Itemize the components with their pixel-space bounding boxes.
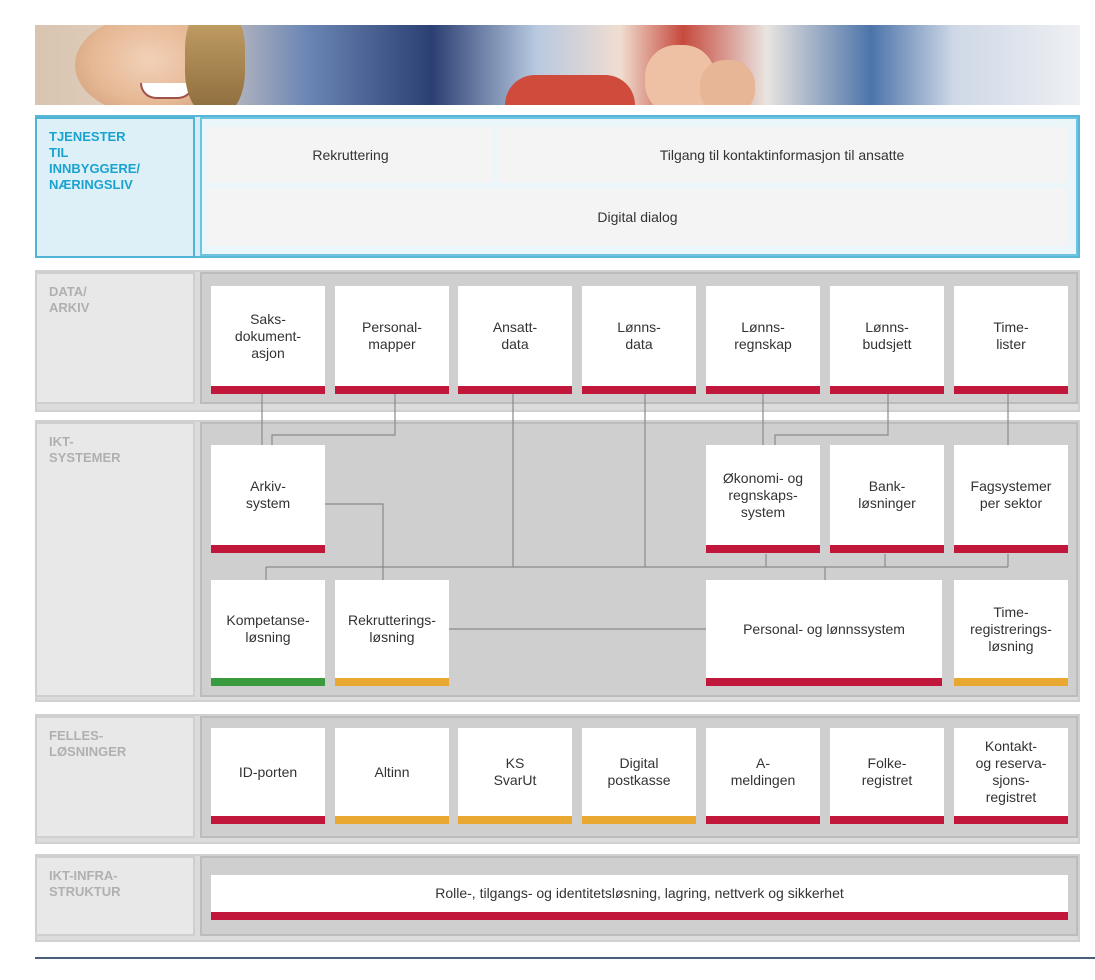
felles-box-ks-svarut: KS SvarUt — [458, 728, 572, 816]
status-bar-red — [706, 386, 820, 394]
status-bar-red — [582, 386, 696, 394]
red-shirt-shape — [505, 75, 635, 105]
label-ikt-systemer: IKT- SYSTEMER — [35, 422, 195, 697]
status-bar-red — [211, 912, 1068, 920]
felles-box-altinn: Altinn — [335, 728, 449, 816]
ikt-box-okonomi: Økonomi- og regnskaps- system — [706, 445, 820, 545]
service-digital-dialog: Digital dialog — [208, 188, 1067, 246]
felles-box-idporten: ID-porten — [211, 728, 325, 816]
data-box-timelister: Time- lister — [954, 286, 1068, 386]
label-felleslosninger: FELLES- LØSNINGER — [35, 716, 195, 838]
ikt-box-personal-lonnssystem: Personal- og lønnssystem — [706, 580, 942, 678]
status-bar-red — [830, 816, 944, 824]
status-bar-red — [706, 545, 820, 553]
header-photo — [35, 25, 1080, 105]
hair-shape — [185, 25, 245, 105]
label-data-arkiv: DATA/ ARKIV — [35, 272, 195, 404]
status-bar-red — [830, 545, 944, 553]
status-bar-yellow — [582, 816, 696, 824]
data-box-saksdokumentasjon: Saks- dokument- asjon — [211, 286, 325, 386]
bottom-divider — [35, 957, 1095, 959]
status-bar-red — [335, 386, 449, 394]
ikt-box-fagsystemer: Fagsystemer per sektor — [954, 445, 1068, 545]
data-box-lonnsbudsjett: Lønns- budsjett — [830, 286, 944, 386]
status-bar-red — [954, 545, 1068, 553]
label-ikt-infrastruktur: IKT-INFRA- STRUKTUR — [35, 856, 195, 936]
felles-box-ameldingen: A- meldingen — [706, 728, 820, 816]
ikt-box-arkivsystem: Arkiv- system — [211, 445, 325, 545]
ikt-box-banklosninger: Bank- løsninger — [830, 445, 944, 545]
status-bar-red — [830, 386, 944, 394]
status-bar-red — [211, 386, 325, 394]
status-bar-red — [954, 816, 1068, 824]
data-box-lonnsregnskap: Lønns- regnskap — [706, 286, 820, 386]
status-bar-yellow — [335, 816, 449, 824]
infra-box-rolle-tilgang: Rolle-, tilgangs- og identitetsløsning, … — [211, 875, 1068, 912]
status-bar-yellow — [954, 678, 1068, 686]
label-tjenester: TJENESTER TIL INNBYGGERE/ NÆRINGSLIV — [35, 117, 195, 258]
status-bar-red — [954, 386, 1068, 394]
status-bar-yellow — [335, 678, 449, 686]
status-bar-green — [211, 678, 325, 686]
status-bar-yellow — [458, 816, 572, 824]
ikt-box-rekrutteringslosning: Rekrutterings- løsning — [335, 580, 449, 678]
service-kontaktinformasjon: Tilgang til kontaktinformasjon til ansat… — [497, 127, 1067, 183]
service-rekruttering: Rekruttering — [208, 127, 493, 183]
status-bar-red — [706, 816, 820, 824]
ikt-box-timeregistrering: Time- registrerings- løsning — [954, 580, 1068, 678]
data-box-ansattdata: Ansatt- data — [458, 286, 572, 386]
felles-box-digital-postkasse: Digital postkasse — [582, 728, 696, 816]
data-box-lonnsdata: Lønns- data — [582, 286, 696, 386]
ikt-box-kompetanselosning: Kompetanse- løsning — [211, 580, 325, 678]
status-bar-red — [458, 386, 572, 394]
felles-box-kontaktregistret: Kontakt- og reserva- sjons- registret — [954, 728, 1068, 816]
status-bar-red — [706, 678, 942, 686]
data-box-personalmapper: Personal- mapper — [335, 286, 449, 386]
status-bar-red — [211, 545, 325, 553]
clapping-hand-shape-2 — [700, 60, 755, 105]
status-bar-red — [211, 816, 325, 824]
felles-box-folkeregistret: Folke- registret — [830, 728, 944, 816]
